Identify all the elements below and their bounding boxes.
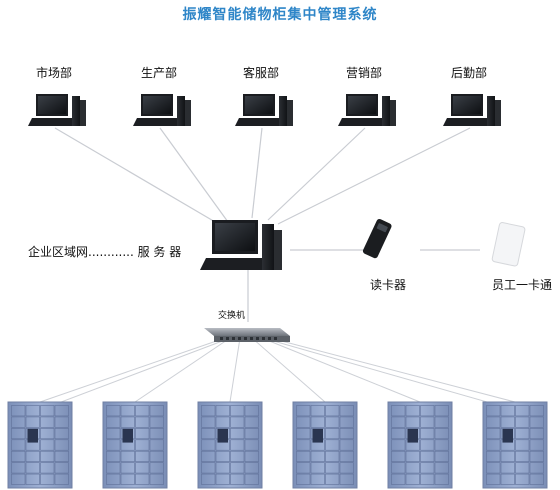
- diagram-title: 振耀智能储物柜集中管理系统: [182, 7, 378, 23]
- department-computer: [338, 94, 396, 126]
- network-label: 企业区域网............ 服 务 器: [28, 245, 182, 259]
- card-reader-label: 读卡器: [370, 278, 407, 292]
- card-reader-device: [362, 218, 392, 259]
- locker-cabinet: [197, 401, 263, 489]
- switch-label: 交换机: [218, 311, 246, 321]
- locker-cabinet: [102, 401, 168, 489]
- department-label-production: 生产部: [141, 66, 178, 80]
- department-label-service: 客服部: [243, 66, 280, 80]
- department-label-logistics: 后勤部: [451, 66, 488, 80]
- locker-cabinet: [7, 401, 73, 489]
- locker-group: [7, 401, 548, 489]
- department-label-sales: 营销部: [346, 66, 383, 80]
- department-computer: [133, 94, 191, 126]
- locker-cabinet: [482, 401, 548, 489]
- server-computer: [200, 220, 282, 270]
- department-computer: [443, 94, 501, 126]
- department-computer: [28, 94, 86, 126]
- department-label-market: 市场部: [36, 66, 73, 80]
- employee-card-label: 员工一卡通: [492, 278, 553, 292]
- network-switch: [204, 328, 290, 342]
- employee-card: [491, 222, 526, 267]
- locker-cabinet: [387, 401, 453, 489]
- locker-cabinet: [292, 401, 358, 489]
- department-computer: [235, 94, 293, 126]
